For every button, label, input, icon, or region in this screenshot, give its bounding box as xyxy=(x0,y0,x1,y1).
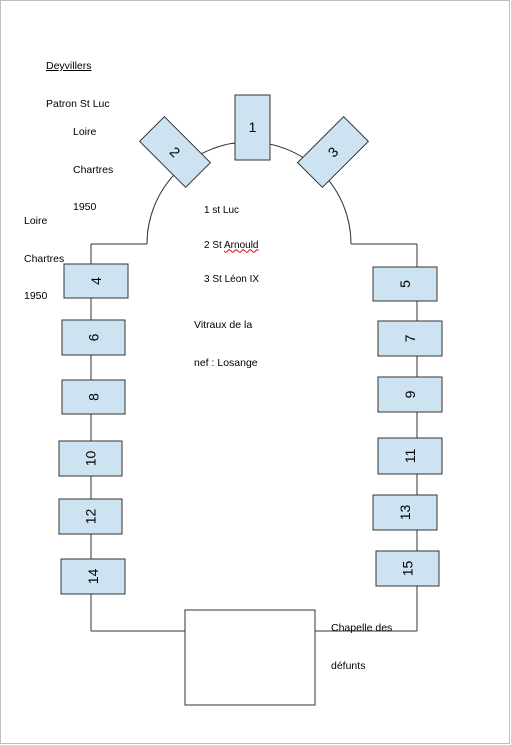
window-5: 5 xyxy=(372,266,438,302)
atelier-year: 1950 xyxy=(73,201,97,213)
svg-text:13: 13 xyxy=(397,505,413,521)
atelier-workshop: Loire xyxy=(24,215,48,227)
svg-text:4: 4 xyxy=(88,277,104,285)
svg-text:14: 14 xyxy=(85,569,101,585)
window-12: 12 xyxy=(58,498,123,535)
legend-item-3: 3 St Léon IX xyxy=(204,274,260,285)
choir-legend: 1 st Luc 2 St Arnould 3 St Léon IX xyxy=(204,182,259,309)
atelier-year: 1950 xyxy=(24,290,48,302)
svg-text:15: 15 xyxy=(400,561,416,577)
window-15: 15 xyxy=(375,550,440,587)
nave-note-line1: Vitraux de la xyxy=(194,319,253,331)
atelier-label-lower: Loire Chartres 1950 xyxy=(24,190,64,328)
window-2: 2 xyxy=(138,115,212,189)
window-3: 3 xyxy=(296,115,370,189)
patron-label: Patron St Luc xyxy=(46,97,110,110)
svg-text:11: 11 xyxy=(402,449,418,464)
atelier-city: Chartres xyxy=(73,163,114,176)
atelier-workshop: Loire xyxy=(73,126,97,138)
window-1: 1 xyxy=(234,94,271,161)
nave-note: Vitraux de la nef : Losange xyxy=(194,294,258,394)
window-13: 13 xyxy=(372,494,438,531)
nave-note-line2: nef : Losange xyxy=(194,356,258,369)
atelier-city: Chartres xyxy=(24,252,65,265)
window-10: 10 xyxy=(58,440,123,477)
window-9: 9 xyxy=(377,376,443,413)
window-4: 4 xyxy=(63,263,129,299)
legend-item-2: 2 St Arnould xyxy=(204,239,259,251)
chapel-box xyxy=(184,609,316,706)
author-name: Deyvillers xyxy=(46,60,92,72)
window-8: 8 xyxy=(61,379,126,415)
svg-text:10: 10 xyxy=(83,451,99,467)
chapel-label-line2: défunts xyxy=(331,659,366,672)
svg-text:5: 5 xyxy=(397,280,413,288)
window-14: 14 xyxy=(60,558,126,595)
svg-text:6: 6 xyxy=(86,333,102,341)
atelier-label-upper: Loire Chartres 1950 xyxy=(73,101,113,239)
window-7: 7 xyxy=(377,320,443,357)
window-6: 6 xyxy=(61,319,126,356)
window-1-number: 1 xyxy=(249,119,257,135)
svg-text:8: 8 xyxy=(86,393,102,401)
chapel-label-line1: Chapelle des xyxy=(331,622,393,634)
svg-text:7: 7 xyxy=(402,334,418,342)
window-11: 11 xyxy=(377,437,443,475)
svg-text:9: 9 xyxy=(402,390,418,398)
chapel-label: Chapelle des défunts xyxy=(331,597,392,697)
legend-item-1: 1 st Luc xyxy=(204,205,240,216)
legend-item-2-name: Arnould xyxy=(224,239,259,251)
svg-text:12: 12 xyxy=(83,509,99,525)
author-block: Deyvillers Patron St Luc xyxy=(46,35,110,135)
